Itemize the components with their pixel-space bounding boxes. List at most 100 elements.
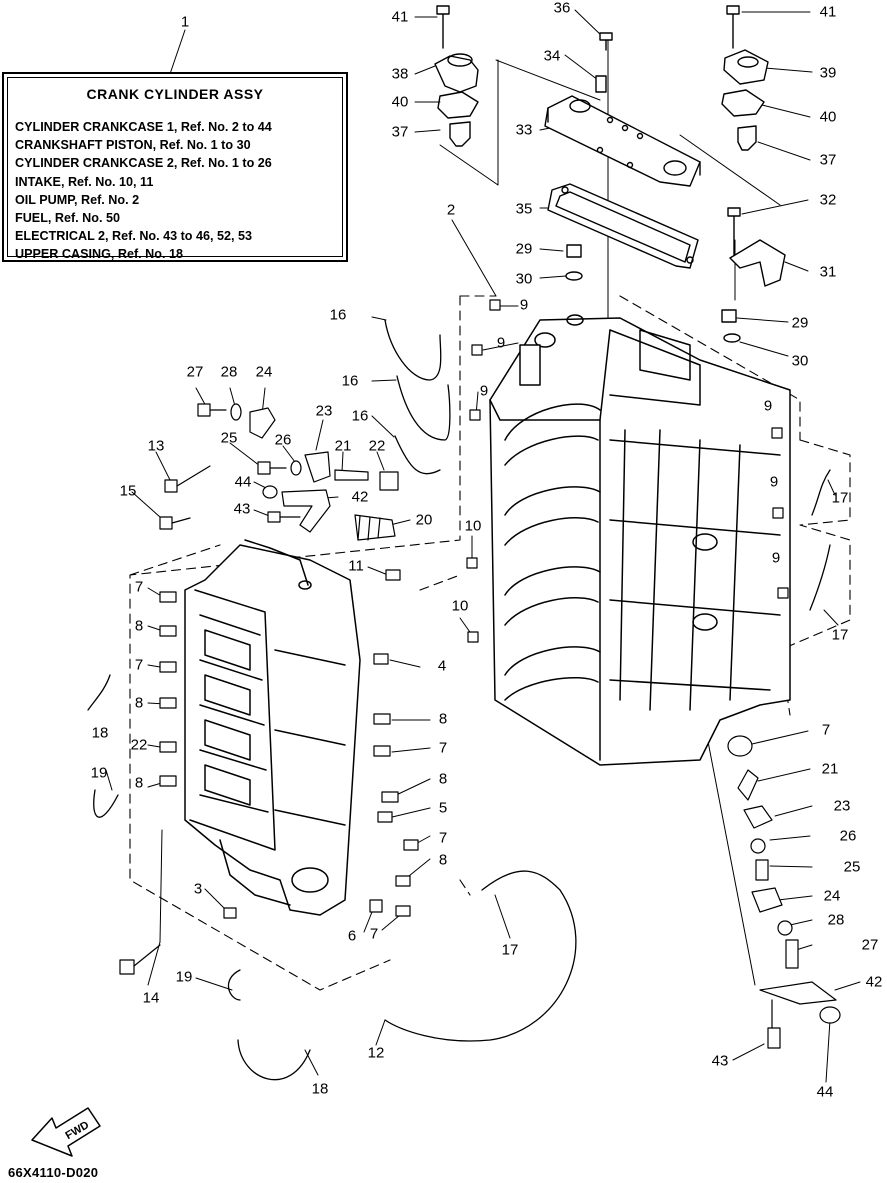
callout-label: 9: [519, 296, 529, 314]
callout-label: 19: [175, 968, 193, 986]
callout-label: 13: [147, 437, 165, 455]
legend-title: CRANK CYLINDER ASSY: [86, 86, 264, 102]
callout-label: 11: [348, 557, 364, 575]
callout-label: 27: [861, 936, 879, 954]
callout-label: 3: [193, 880, 203, 898]
callout-label: 39: [819, 64, 837, 82]
legend-line: CYLINDER CRANKCASE 1, Ref. No. 2 to 44: [15, 120, 272, 134]
callout-label: 40: [391, 93, 409, 111]
callout-label: 38: [391, 65, 409, 83]
callout-label: 15: [119, 482, 137, 500]
callout-label: 9: [763, 397, 773, 415]
callout-label: 23: [315, 402, 333, 420]
callout-label: 8: [134, 617, 144, 635]
legend-lines: CYLINDER CRANKCASE 1, Ref. No. 2 to 44 C…: [15, 118, 340, 264]
legend-ref-number: 1: [180, 13, 190, 31]
callout-label: 10: [464, 517, 482, 535]
callout-label: 37: [819, 151, 837, 169]
callout-label: 7: [438, 829, 448, 847]
callout-label: 35: [515, 200, 533, 218]
fwd-arrow-icon: [31, 1107, 101, 1157]
legend-box: CRANK CYLINDER ASSY CYLINDER CRANKCASE 1…: [2, 72, 348, 262]
callout-label: 31: [819, 263, 837, 281]
left-parts: [119, 403, 399, 975]
crankcase-half: [184, 539, 361, 916]
callout-label: 16: [341, 372, 359, 390]
callout-label: 44: [234, 473, 252, 491]
callout-label: 23: [833, 797, 851, 815]
callout-label: 37: [391, 123, 409, 141]
callout-label: 42: [865, 973, 883, 991]
callout-label: 4: [437, 657, 447, 675]
callout-label: 41: [819, 3, 837, 21]
callout-label: 10: [451, 597, 469, 615]
callout-label: 43: [711, 1052, 729, 1070]
callout-label: 16: [351, 407, 369, 425]
legend-line: OIL PUMP, Ref. No. 2: [15, 192, 140, 207]
callout-label: 19: [90, 764, 108, 782]
legend-line: FUEL, Ref. No. 50: [15, 211, 120, 226]
dashed-guide-lines: [129, 295, 851, 991]
callout-label: 14: [142, 989, 160, 1007]
callout-label: 24: [823, 887, 841, 905]
hoses: [87, 319, 831, 1081]
callout-label: 17: [831, 489, 849, 507]
callout-label: 24: [255, 363, 273, 381]
legend-line: ELECTRICAL 2, Ref. No. 43 to 46, 52, 53: [15, 229, 253, 244]
clamp-31: [729, 239, 786, 287]
callout-label: 7: [369, 925, 379, 943]
callout-label: 42: [351, 488, 369, 506]
callout-label: 16: [329, 306, 347, 324]
plugs-29-30: [565, 244, 741, 343]
sensor-39: [723, 49, 769, 85]
callout-label: 8: [438, 851, 448, 869]
callout-label: 9: [496, 334, 506, 352]
callout-label: 8: [134, 694, 144, 712]
plugs-37: [449, 121, 757, 151]
callout-label: 8: [438, 710, 448, 728]
callout-label: 7: [134, 656, 144, 674]
callout-label: 28: [827, 911, 845, 929]
diagram-code: 66X4110-D020: [8, 1165, 99, 1180]
legend-line: INTAKE, Ref. No. 10, 11: [15, 174, 154, 189]
callout-label: 25: [843, 858, 861, 876]
callout-label: 30: [791, 352, 809, 370]
callout-label: 26: [274, 431, 292, 449]
callout-label: 21: [334, 437, 352, 455]
legend-line: CRANKSHAFT PISTON, Ref. No. 1 to 30: [15, 138, 251, 153]
callout-label: 33: [515, 121, 533, 139]
callout-label: 9: [769, 473, 779, 491]
callout-label: 2: [446, 201, 456, 219]
callout-label: 27: [186, 363, 204, 381]
callout-label: 40: [819, 108, 837, 126]
callout-label: 25: [220, 429, 238, 447]
gaskets-40: [437, 89, 765, 119]
callout-label: 26: [839, 827, 857, 845]
callout-label: 34: [543, 47, 561, 65]
callout-label: 7: [134, 578, 144, 596]
callout-label: 44: [816, 1083, 834, 1101]
callout-label: 29: [791, 314, 809, 332]
callout-label: 22: [368, 437, 386, 455]
callout-label: 41: [391, 8, 409, 26]
callout-label: 5: [438, 799, 448, 817]
bolts-41: [436, 5, 740, 93]
cover-plate-33: [544, 95, 701, 187]
callout-label: 36: [553, 0, 571, 17]
callout-label: 8: [134, 774, 144, 792]
cylinder-block: [489, 314, 791, 766]
callout-label: 32: [819, 191, 837, 209]
legend-line: UPPER CASING, Ref. No. 18: [15, 247, 183, 262]
callout-label: 17: [831, 626, 849, 644]
callout-label: 29: [515, 240, 533, 258]
sensor-38: [434, 53, 479, 93]
legend-line: CYLINDER CRANKCASE 2, Ref. No. 1 to 26: [15, 156, 272, 171]
callout-label: 12: [367, 1044, 385, 1062]
callout-label: 17: [501, 941, 519, 959]
callout-label: 6: [347, 927, 357, 945]
bolt-32: [727, 207, 741, 256]
callout-label: 20: [415, 511, 433, 529]
callout-label: 18: [91, 724, 109, 742]
